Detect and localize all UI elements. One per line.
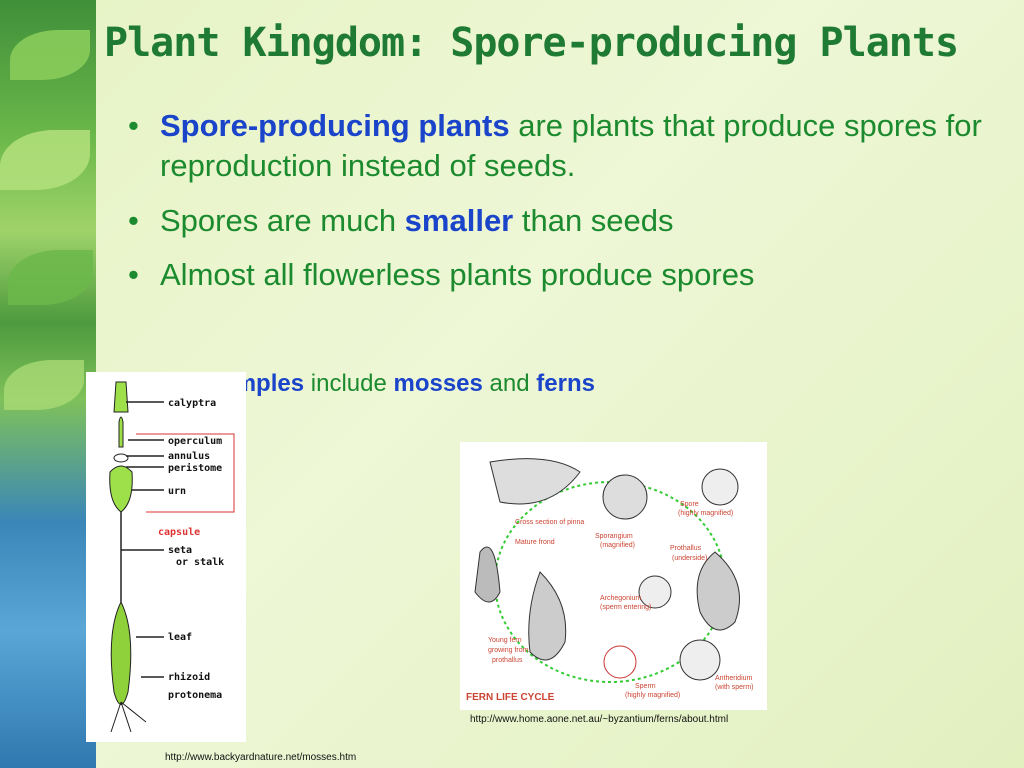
leaf-shape	[4, 360, 84, 410]
bullet-text: Spores are much	[160, 202, 405, 238]
moss-label: annulus	[168, 451, 210, 462]
fern-source-link[interactable]: http://www.home.aone.net.au/~byzantium/f…	[470, 714, 729, 725]
fern-label: (underside)	[672, 555, 707, 562]
sub-bullet: – Examples include mosses and ferns	[172, 370, 595, 398]
fern-label: (highly magnified)	[678, 510, 733, 517]
leaf-shape	[10, 30, 90, 80]
bullet-list: Spore-producing plants are plants that p…	[128, 106, 988, 309]
moss-diagram: calyptra operculum annulus peristome urn…	[86, 372, 246, 742]
keyword: ferns	[536, 370, 595, 397]
fern-label: Sperm	[635, 683, 656, 690]
fern-label: Antheridium	[715, 675, 753, 682]
moss-label: rhizoid	[168, 671, 210, 683]
moss-label: capsule	[158, 527, 200, 538]
fern-label: growing from	[488, 647, 529, 654]
fern-label: Archegonium	[600, 595, 641, 602]
fern-label: (magnified)	[600, 542, 635, 549]
decorative-leaf-strip	[0, 0, 96, 768]
keyword: smaller	[404, 202, 514, 238]
moss-label: urn	[168, 486, 186, 497]
sub-text: and	[482, 370, 537, 397]
bullet-item: Spores are much smaller than seeds	[128, 201, 988, 242]
bullet-text: than seeds	[513, 202, 674, 238]
fern-label: (highly magnified)	[625, 692, 680, 699]
fern-label: Sporangium	[595, 533, 633, 540]
fern-label: (sperm entering)	[600, 604, 651, 611]
fern-label: Spore	[680, 501, 699, 508]
moss-label: calyptra	[168, 398, 216, 409]
bullet-text: Almost all flowerless plants produce spo…	[160, 256, 755, 292]
fern-label: Cross section of pinna	[515, 519, 584, 526]
fern-diagram-title: FERN LIFE CYCLE	[466, 692, 555, 703]
leaf-shape	[0, 130, 90, 190]
moss-label: seta	[168, 545, 192, 556]
fern-label: Young fern	[488, 637, 522, 644]
fern-label: (with sperm)	[715, 684, 754, 691]
bullet-item: Spore-producing plants are plants that p…	[128, 106, 988, 187]
leaf-shape	[8, 250, 93, 305]
fern-label: prothallus	[492, 657, 523, 664]
fern-label: Mature frond	[515, 539, 555, 546]
moss-source-link[interactable]: http://www.backyardnature.net/mosses.htm	[165, 752, 357, 763]
moss-label: leaf	[168, 632, 192, 643]
fern-label: Prothallus	[670, 545, 702, 552]
keyword: mosses	[393, 370, 483, 397]
bullet-text: are plants that produce spores for repro…	[160, 108, 982, 184]
moss-label: protonema	[168, 690, 222, 701]
slide-title: Plant Kingdom: Spore-producing Plants	[104, 20, 959, 66]
moss-label: operculum	[168, 436, 222, 447]
fern-life-cycle-diagram: Cross section of pinna Mature frond Spor…	[460, 442, 767, 710]
bullet-item: Almost all flowerless plants produce spo…	[128, 255, 988, 296]
moss-label: or stalk	[176, 557, 224, 568]
sub-text: include	[304, 370, 394, 397]
moss-label: peristome	[168, 462, 222, 474]
keyword: Spore-producing plants	[160, 108, 510, 143]
